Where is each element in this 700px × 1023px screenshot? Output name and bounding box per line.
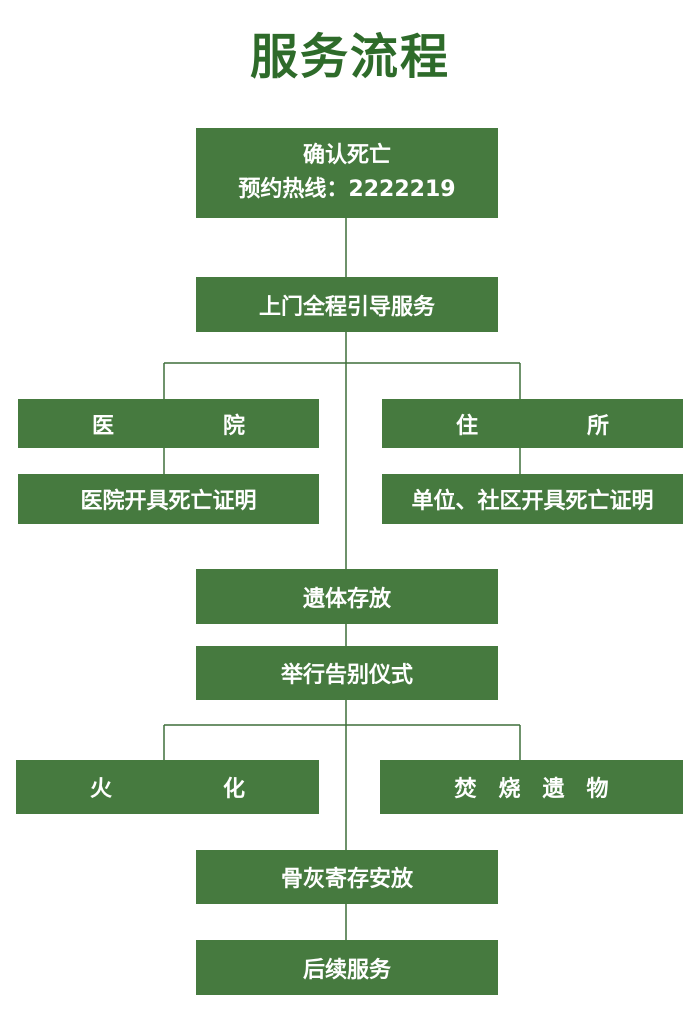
cremation-label-char-1: 火 — [90, 777, 113, 802]
burn-belongings-box: 焚 烧 遗 物 — [380, 760, 683, 814]
confirm-death-box: 确认死亡 预约热线：2222219 — [196, 128, 498, 218]
door-to-door-service-label: 上门全程引导服务 — [258, 294, 435, 320]
follow-up-service-box: 后续服务 — [196, 940, 498, 995]
cremation-label-char-2: 化 — [222, 777, 245, 802]
ashes-storage-box: 骨灰寄存安放 — [196, 850, 498, 904]
farewell-ceremony-box: 举行告别仪式 — [196, 646, 498, 700]
body-storage-label: 遗体存放 — [302, 586, 391, 612]
community-certificate-label: 单位、社区开具死亡证明 — [411, 489, 654, 514]
burn-belongings-label-char-4: 物 — [586, 777, 609, 802]
follow-up-service-label: 后续服务 — [302, 957, 391, 983]
cremation-box: 火 化 — [16, 760, 319, 814]
hospital-label-char-2: 院 — [222, 413, 245, 439]
burn-belongings-label-char-1: 焚 — [454, 777, 477, 802]
confirm-death-label: 确认死亡 — [302, 143, 391, 168]
residence-label-char-2: 所 — [586, 413, 609, 439]
hospital-certificate-box: 医院开具死亡证明 — [18, 474, 319, 524]
burn-belongings-label-char-3: 遗 — [542, 777, 565, 802]
residence-box: 住 所 — [382, 399, 683, 448]
page-title: 服务流程 — [249, 29, 450, 85]
burn-belongings-label-char-2: 烧 — [498, 777, 521, 802]
hospital-box: 医 院 — [18, 399, 319, 448]
booking-hotline-label: 预约热线：2222219 — [238, 177, 456, 202]
door-to-door-service-box: 上门全程引导服务 — [196, 277, 498, 332]
farewell-ceremony-label: 举行告别仪式 — [280, 663, 413, 688]
residence-label-char-1: 住 — [456, 413, 479, 439]
body-storage-box: 遗体存放 — [196, 569, 498, 624]
hospital-label-char-1: 医 — [92, 413, 115, 439]
hospital-certificate-label: 医院开具死亡证明 — [80, 489, 257, 514]
community-certificate-box: 单位、社区开具死亡证明 — [382, 474, 683, 524]
ashes-storage-label: 骨灰寄存安放 — [280, 867, 413, 892]
